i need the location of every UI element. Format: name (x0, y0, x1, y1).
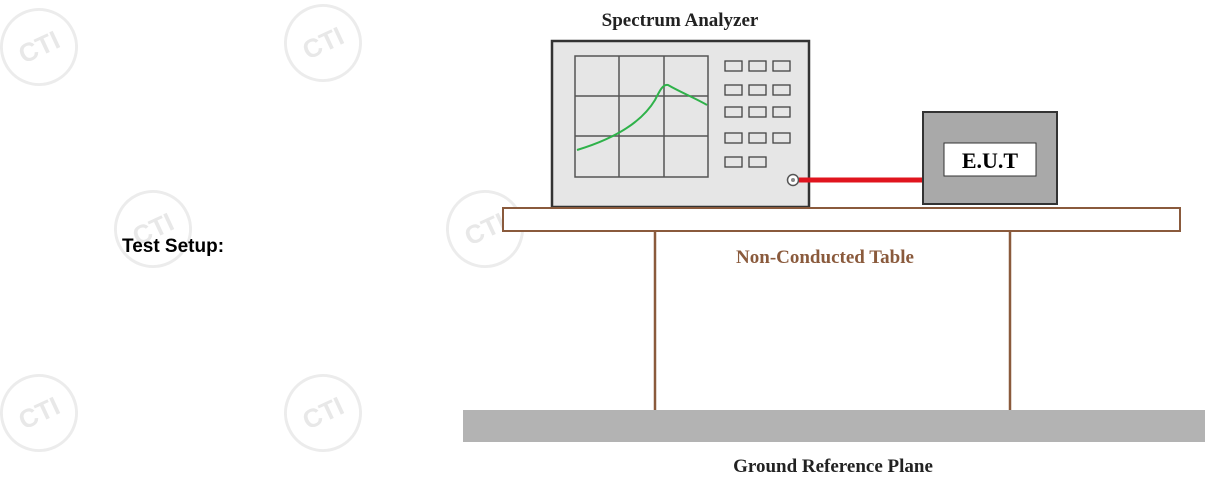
ground-plane (463, 410, 1205, 442)
table-label: Non-Conducted Table (736, 247, 914, 268)
analyzer-screen (574, 55, 709, 178)
ground-label: Ground Reference Plane (733, 456, 933, 477)
spectrum-trace (576, 83, 708, 151)
test-setup-label: Test Setup: (122, 236, 225, 257)
eut-label-box (943, 142, 1037, 177)
table-top (502, 207, 1181, 232)
analyzer-buttons (724, 60, 791, 168)
eut-label: E.U.T (962, 148, 1019, 173)
analyzer-title: Spectrum Analyzer (602, 10, 759, 31)
rf-connector-core-icon (791, 178, 795, 182)
